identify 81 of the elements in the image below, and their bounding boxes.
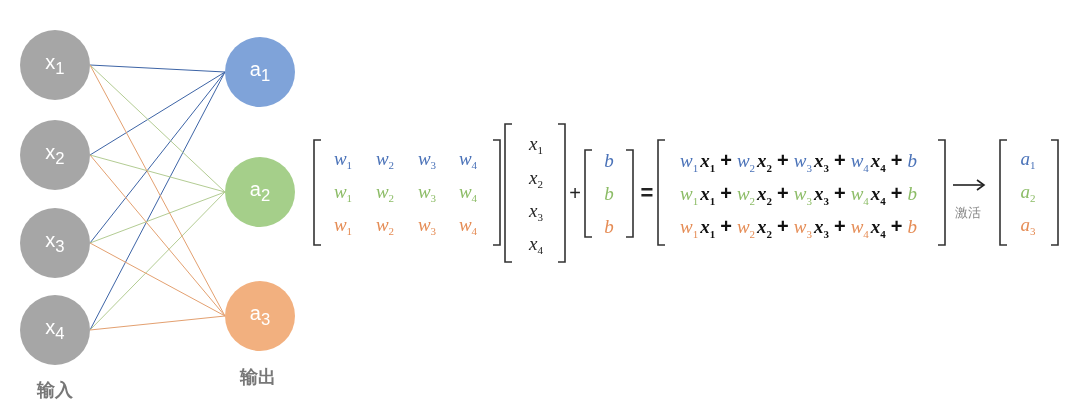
input-symbol: x$_{4}$ xyxy=(870,150,886,174)
plus-sign: + xyxy=(777,149,789,172)
plus-sign: + xyxy=(720,149,732,172)
weight-symbol: w$_{4}$ xyxy=(850,216,869,240)
input-symbol: x$_{3}$ xyxy=(529,200,543,224)
plus-sign: + xyxy=(833,215,846,238)
plus-sign: + xyxy=(890,149,903,172)
weight-symbol: w$_{1}$ xyxy=(680,150,699,174)
weight-symbol: w$_{4}$ xyxy=(850,183,869,207)
weight-symbol: w$_{1}$ xyxy=(333,148,353,172)
connection-line xyxy=(89,315,226,331)
plus-sign: + xyxy=(720,182,732,205)
activation-label: 激活 xyxy=(955,205,981,219)
bias-symbol: b xyxy=(604,150,614,170)
weight-symbol: w$_{1}$ xyxy=(333,181,353,205)
weight-symbol: w$_{3}$ xyxy=(793,183,812,207)
plus-sign: + xyxy=(720,215,732,238)
plus-sign: + xyxy=(777,215,789,238)
weight-symbol: w$_{4}$ xyxy=(458,148,478,172)
connection-line xyxy=(89,242,226,317)
input-symbol: x$_{4}$ xyxy=(529,233,543,257)
input-symbol: x$_{2}$ xyxy=(757,150,773,174)
input-symbol: x$_{4}$ xyxy=(870,216,886,240)
weight-symbol: w$_{2}$ xyxy=(375,148,395,172)
input-symbol: x$_{1}$ xyxy=(700,183,716,207)
input-symbol: x$_{1}$ xyxy=(529,133,543,157)
connection-line xyxy=(89,71,226,156)
neuron-label: x$_{2}$ xyxy=(45,141,65,169)
weight-symbol: w$_{1}$ xyxy=(333,214,353,238)
input-symbol: x$_{1}$ xyxy=(700,150,716,174)
bias-symbol: b xyxy=(604,216,614,236)
weight-symbol: w$_{3}$ xyxy=(793,216,812,240)
input-symbol: x$_{2}$ xyxy=(529,167,543,191)
input-symbol: x$_{3}$ xyxy=(813,183,829,207)
weight-symbol: w$_{3}$ xyxy=(793,150,812,174)
neuron-label: x$_{4}$ xyxy=(45,316,65,344)
neuron-label: a$_{3}$ xyxy=(249,302,271,330)
weight-symbol: w$_{2}$ xyxy=(736,216,756,240)
connection-line xyxy=(89,154,226,317)
output-symbol: a$_{3}$ xyxy=(1020,214,1036,238)
connection-line xyxy=(89,191,226,331)
neuron-label: a$_{1}$ xyxy=(249,58,271,86)
bias-symbol: b xyxy=(907,216,917,238)
connection-line xyxy=(89,64,226,193)
weight-symbol: w$_{2}$ xyxy=(736,183,756,207)
weight-symbol: w$_{2}$ xyxy=(736,150,756,174)
plus-sign: + xyxy=(890,182,903,205)
weight-symbol: w$_{3}$ xyxy=(417,181,437,205)
plus-sign: + xyxy=(890,215,903,238)
input-symbol: x$_{2}$ xyxy=(757,216,773,240)
plus-sign: + xyxy=(833,182,846,205)
bias-symbol: b xyxy=(907,150,917,172)
input-symbol: x$_{2}$ xyxy=(757,183,773,207)
neuron-label: x$_{3}$ xyxy=(45,229,65,257)
plus-sign: + xyxy=(833,149,846,172)
plus-sign: + xyxy=(569,183,581,203)
neuron-label: x$_{1}$ xyxy=(45,51,65,79)
weight-symbol: w$_{4}$ xyxy=(850,150,869,174)
weight-symbol: w$_{4}$ xyxy=(458,181,478,205)
bias-symbol: b xyxy=(907,183,917,205)
weight-symbol: w$_{1}$ xyxy=(680,183,699,207)
input-symbol: x$_{3}$ xyxy=(813,150,829,174)
input-symbol: x$_{1}$ xyxy=(700,216,716,240)
weight-symbol: w$_{2}$ xyxy=(375,214,395,238)
weight-symbol: w$_{3}$ xyxy=(417,214,437,238)
connection-line xyxy=(89,154,226,193)
weight-symbol: w$_{3}$ xyxy=(417,148,437,172)
weight-symbol: w$_{4}$ xyxy=(458,214,478,238)
connection-line xyxy=(89,64,226,73)
connection-line xyxy=(89,191,226,244)
input-symbol: x$_{3}$ xyxy=(813,216,829,240)
neuron-label: a$_{2}$ xyxy=(249,178,271,206)
equals-sign: = xyxy=(640,182,654,204)
output-symbol: a$_{2}$ xyxy=(1020,181,1036,205)
input-symbol: x$_{4}$ xyxy=(870,183,886,207)
plus-sign: + xyxy=(777,182,789,205)
weight-symbol: w$_{1}$ xyxy=(680,216,699,240)
connection-line xyxy=(89,71,226,244)
output-symbol: a$_{1}$ xyxy=(1020,148,1036,172)
bias-symbol: b xyxy=(604,183,614,203)
weight-symbol: w$_{2}$ xyxy=(375,181,395,205)
